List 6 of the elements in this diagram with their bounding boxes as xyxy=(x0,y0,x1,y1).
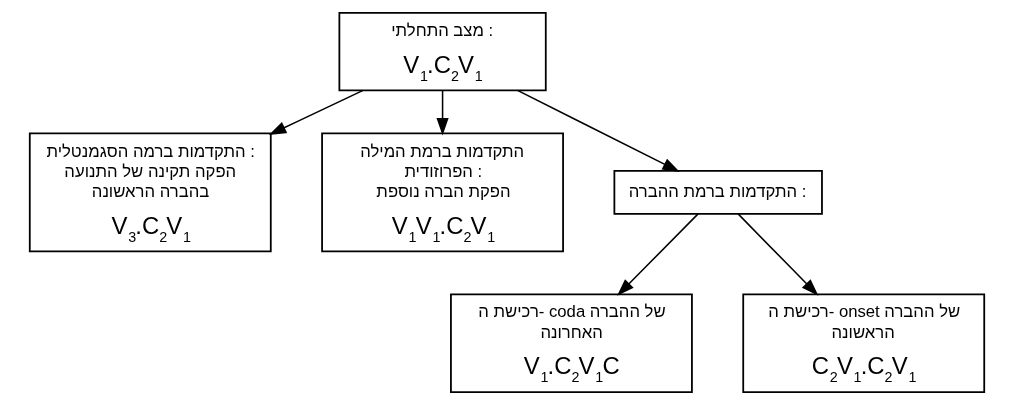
arrow xyxy=(436,89,449,136)
arrow xyxy=(617,213,699,296)
arrow xyxy=(737,213,819,296)
node-box: התקדמות ברמת ההברה : xyxy=(613,170,823,215)
arrow xyxy=(516,89,680,172)
arrow xyxy=(268,89,364,136)
